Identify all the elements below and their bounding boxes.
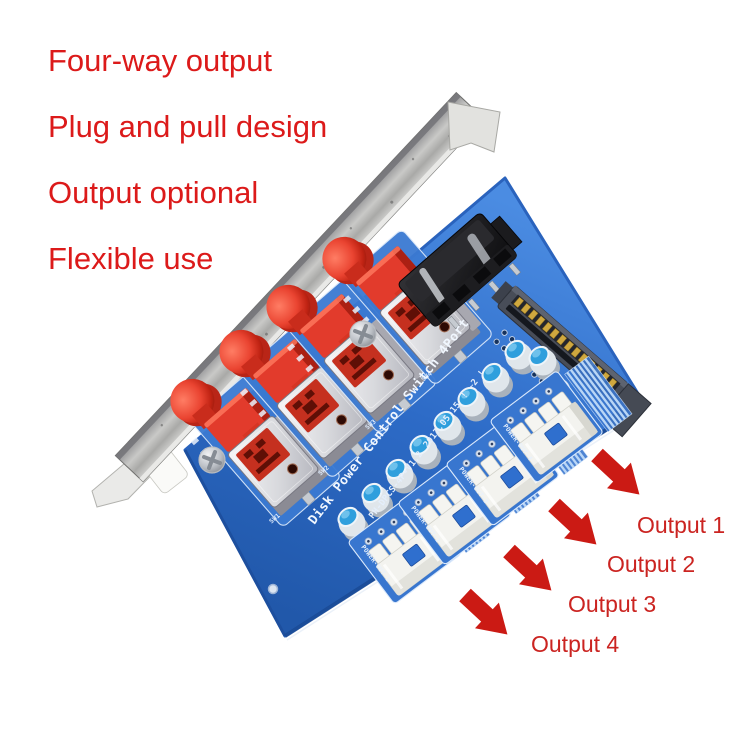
output-label-1: Output 1 bbox=[637, 512, 725, 538]
pcb-edge-bottom-left bbox=[183, 449, 287, 637]
output-label-4: Output 4 bbox=[531, 631, 619, 657]
molex-input-connector bbox=[398, 213, 523, 329]
arrow-down-right-icon bbox=[453, 582, 520, 648]
molex-pins bbox=[447, 262, 521, 329]
output-label-3: Output 3 bbox=[568, 591, 656, 617]
arrow-down-right-icon bbox=[542, 492, 609, 558]
mounting-hole bbox=[267, 583, 279, 595]
bracket-screw bbox=[197, 445, 227, 475]
bracket-top-tab bbox=[447, 101, 501, 153]
headline-line-4: Flexible use bbox=[48, 241, 213, 276]
bracket-edge-shadow bbox=[115, 92, 461, 460]
arrow-down-right-icon bbox=[497, 538, 564, 604]
headline-block: Four-way output Plug and pull design Out… bbox=[48, 43, 327, 276]
output-annotations: Output 1 Output 2 Output 3 Output 4 bbox=[453, 442, 725, 657]
headline-line-1: Four-way output bbox=[48, 43, 272, 78]
headline-line-2: Plug and pull design bbox=[48, 109, 327, 144]
bracket-screw bbox=[348, 319, 378, 349]
output-label-2: Output 2 bbox=[607, 551, 695, 577]
arrow-down-right-icon bbox=[585, 442, 652, 508]
headline-line-3: Output optional bbox=[48, 175, 258, 210]
